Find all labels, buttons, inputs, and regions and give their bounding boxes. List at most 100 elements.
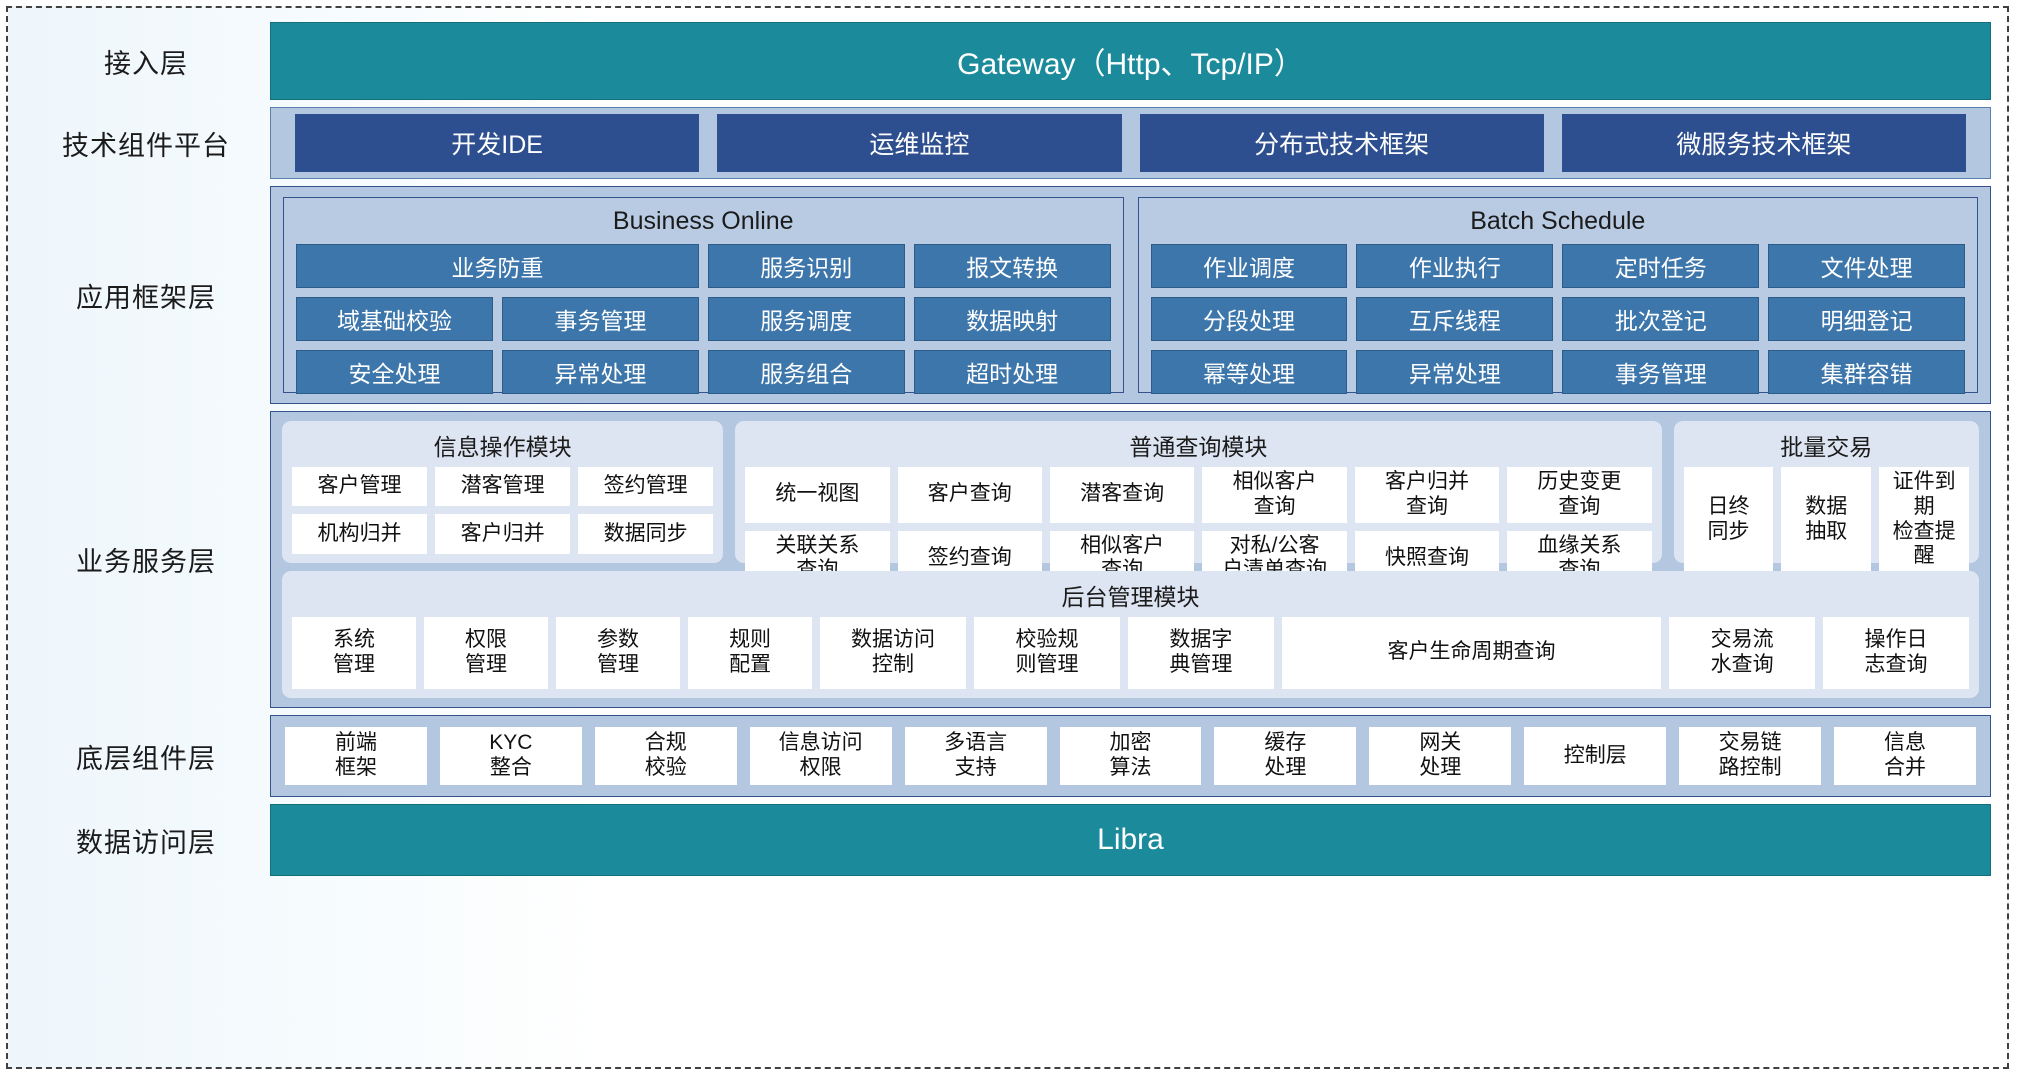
admin-cell-0[interactable]: 系统 管理 (292, 616, 417, 689)
admin-cell-2[interactable]: 参数 管理 (556, 616, 681, 689)
layer-label-app-framework: 应用框架层 (76, 282, 216, 313)
batch-cell-2[interactable]: 证件到期 检查提醒 (1879, 467, 1969, 573)
layer-body-tech-platform: 开发IDE 运维监控 分布式技术框架 微服务技术框架 (270, 107, 1991, 179)
bo-chip-3[interactable]: 域基础校验 (296, 297, 493, 341)
comp-cell-5[interactable]: 加密 算法 (1059, 727, 1202, 785)
comp-cell-1[interactable]: KYC 整合 (439, 727, 582, 785)
tech-chip-ide[interactable]: 开发IDE (295, 114, 700, 172)
query-cell-5[interactable]: 历史变更 查询 (1507, 467, 1652, 523)
comp-cell-8[interactable]: 控制层 (1524, 727, 1667, 785)
admin-cell-3[interactable]: 规则 配置 (688, 616, 813, 689)
query-cell-1[interactable]: 客户查询 (897, 467, 1042, 523)
bo-chip-2[interactable]: 报文转换 (913, 244, 1111, 288)
bs-chip-4[interactable]: 分段处理 (1150, 297, 1348, 341)
info-cell-4[interactable]: 客户归并 (435, 514, 571, 554)
business-service-modules-row: 信息操作模块 客户管理 潜客管理 签约管理 机构归并 客户归并 数据同步 (282, 421, 1979, 686)
module-batch-transaction: 批量交易 日终 同步 数据 抽取 证件到期 检查提醒 数据 转换 数据 装载 批… (1673, 421, 1979, 686)
group-business-online: Business Online 业务防重 服务识别 报文转换 域基础校验 事务管… (283, 197, 1124, 394)
comp-cell-3[interactable]: 信息访问 权限 (749, 727, 892, 785)
comp-cell-6[interactable]: 缓存 处理 (1214, 727, 1357, 785)
query-cell-0[interactable]: 统一视图 (745, 467, 890, 523)
info-cell-5[interactable]: 数据同步 (578, 514, 714, 554)
comp-cell-0[interactable]: 前端 框架 (285, 727, 427, 785)
bs-chip-3[interactable]: 文件处理 (1768, 244, 1965, 288)
layer-label-tech-platform: 技术组件平台 (62, 130, 230, 161)
bs-chip-11[interactable]: 集群容错 (1768, 350, 1965, 394)
layer-row-base-components: 底层组件层 前端 框架 KYC 整合 合规 校验 信息访问 权限 多语言 支持 … (22, 715, 1991, 797)
bo-chip-8[interactable]: 异常处理 (501, 350, 699, 394)
app-framework-band: Business Online 业务防重 服务识别 报文转换 域基础校验 事务管… (270, 186, 1991, 404)
layer-label-base-components: 底层组件层 (76, 743, 216, 774)
comp-cell-7[interactable]: 网关 处理 (1369, 727, 1512, 785)
layer-row-business-service: 业务服务层 信息操作模块 客户管理 潜客管理 签约管理 机构归并 客户归并 (22, 411, 1991, 708)
layer-body-app-framework: Business Online 业务防重 服务识别 报文转换 域基础校验 事务管… (270, 186, 1991, 404)
common-query-grid: 统一视图 客户查询 潜客查询 相似客户 查询 客户归并 查询 历史变更 查询 关… (745, 467, 1652, 587)
comp-cell-2[interactable]: 合规 校验 (594, 727, 737, 785)
info-cell-1[interactable]: 潜客管理 (435, 467, 571, 507)
business-online-chip-grid: 业务防重 服务识别 报文转换 域基础校验 事务管理 服务调度 数据映射 安全处理… (296, 244, 1111, 394)
bo-chip-5[interactable]: 服务调度 (707, 297, 905, 341)
bs-chip-1[interactable]: 作业执行 (1356, 244, 1554, 288)
query-cell-2[interactable]: 潜客查询 (1049, 467, 1195, 523)
group-batch-schedule: Batch Schedule 作业调度 作业执行 定时任务 文件处理 分段处理 … (1137, 197, 1978, 394)
layer-body-base-components: 前端 框架 KYC 整合 合规 校验 信息访问 权限 多语言 支持 加密 算法 … (270, 715, 1991, 797)
bs-chip-10[interactable]: 事务管理 (1562, 350, 1760, 394)
admin-cell-9[interactable]: 操作日 志查询 (1823, 616, 1969, 689)
info-cell-0[interactable]: 客户管理 (292, 467, 428, 507)
bs-chip-7[interactable]: 明细登记 (1768, 297, 1965, 341)
batch-cell-0[interactable]: 日终 同步 (1683, 467, 1774, 573)
admin-cell-5[interactable]: 校验规 则管理 (974, 616, 1120, 689)
module-title-backend-admin: 后台管理模块 (1061, 583, 1200, 610)
comp-cell-4[interactable]: 多语言 支持 (904, 727, 1047, 785)
bo-chip-6[interactable]: 数据映射 (913, 297, 1111, 341)
module-common-query: 普通查询模块 统一视图 客户查询 潜客查询 相似客户 查询 客户归并 查询 历史… (735, 421, 1662, 587)
query-cell-4[interactable]: 客户归并 查询 (1354, 467, 1500, 523)
layer-body-business-service: 信息操作模块 客户管理 潜客管理 签约管理 机构归并 客户归并 数据同步 (270, 411, 1991, 708)
info-cell-2[interactable]: 签约管理 (578, 467, 714, 507)
bo-chip-10[interactable]: 超时处理 (913, 350, 1111, 394)
layer-label-business-service: 业务服务层 (76, 547, 216, 577)
module-backend-admin: 后台管理模块 系统 管理 权限 管理 参数 管理 规则 配置 数据访问 控制 校… (282, 570, 1979, 698)
bo-chip-1[interactable]: 服务识别 (707, 244, 905, 288)
admin-cell-4[interactable]: 数据访问 控制 (820, 616, 966, 689)
batch-schedule-chip-grid: 作业调度 作业执行 定时任务 文件处理 分段处理 互斥线程 批次登记 明细登记 … (1150, 244, 1965, 394)
layer-label-access: 接入层 (104, 48, 188, 79)
libra-bar[interactable]: Libra (270, 804, 1991, 876)
business-service-band: 信息操作模块 客户管理 潜客管理 签约管理 机构归并 客户归并 数据同步 (270, 411, 1991, 708)
query-cell-3[interactable]: 相似客户 查询 (1202, 467, 1347, 523)
layer-row-tech-platform: 技术组件平台 开发IDE 运维监控 分布式技术框架 微服务技术框架 (22, 107, 1991, 179)
comp-cell-9[interactable]: 交易链 路控制 (1679, 727, 1822, 785)
bs-chip-6[interactable]: 批次登记 (1562, 297, 1760, 341)
module-info-operations: 信息操作模块 客户管理 潜客管理 签约管理 机构归并 客户归并 数据同步 (282, 421, 724, 563)
layer-row-access: 接入层 Gateway（Http、Tcp/IP） (22, 22, 1991, 100)
tech-chip-microservice-framework[interactable]: 微服务技术框架 (1561, 114, 1966, 172)
bo-chip-9[interactable]: 服务组合 (707, 350, 905, 394)
module-title-info-operations: 信息操作模块 (433, 434, 572, 460)
layer-body-data-access: Libra (270, 804, 1991, 876)
module-title-common-query: 普通查询模块 (1129, 434, 1268, 460)
bs-chip-5[interactable]: 互斥线程 (1356, 297, 1554, 341)
bs-chip-8[interactable]: 幂等处理 (1150, 350, 1348, 394)
group-title-business-online: Business Online (612, 207, 794, 235)
bs-chip-9[interactable]: 异常处理 (1356, 350, 1554, 394)
batch-cell-1[interactable]: 数据 抽取 (1781, 467, 1872, 573)
admin-cell-6[interactable]: 数据字 典管理 (1127, 616, 1274, 689)
module-title-batch-transaction: 批量交易 (1780, 434, 1873, 460)
tech-chip-ops-monitoring[interactable]: 运维监控 (717, 114, 1122, 172)
admin-cell-1[interactable]: 权限 管理 (424, 616, 549, 689)
bo-chip-0[interactable]: 业务防重 (296, 244, 699, 288)
bo-chip-7[interactable]: 安全处理 (296, 350, 493, 394)
admin-cell-8[interactable]: 交易流 水查询 (1669, 616, 1816, 689)
admin-cell-7[interactable]: 客户生命周期查询 (1281, 616, 1662, 689)
backend-admin-grid: 系统 管理 权限 管理 参数 管理 规则 配置 数据访问 控制 校验规 则管理 … (292, 616, 1969, 689)
tech-chip-band: 开发IDE 运维监控 分布式技术框架 微服务技术框架 (270, 107, 1991, 179)
gateway-bar[interactable]: Gateway（Http、Tcp/IP） (270, 22, 1991, 100)
bo-chip-4[interactable]: 事务管理 (501, 297, 699, 341)
bs-chip-0[interactable]: 作业调度 (1150, 244, 1348, 288)
group-title-batch-schedule: Batch Schedule (1470, 207, 1646, 235)
info-cell-3[interactable]: 机构归并 (292, 514, 428, 554)
tech-chip-distributed-framework[interactable]: 分布式技术框架 (1139, 114, 1544, 172)
comp-cell-10[interactable]: 信息 合并 (1834, 727, 1976, 785)
bs-chip-2[interactable]: 定时任务 (1562, 244, 1760, 288)
